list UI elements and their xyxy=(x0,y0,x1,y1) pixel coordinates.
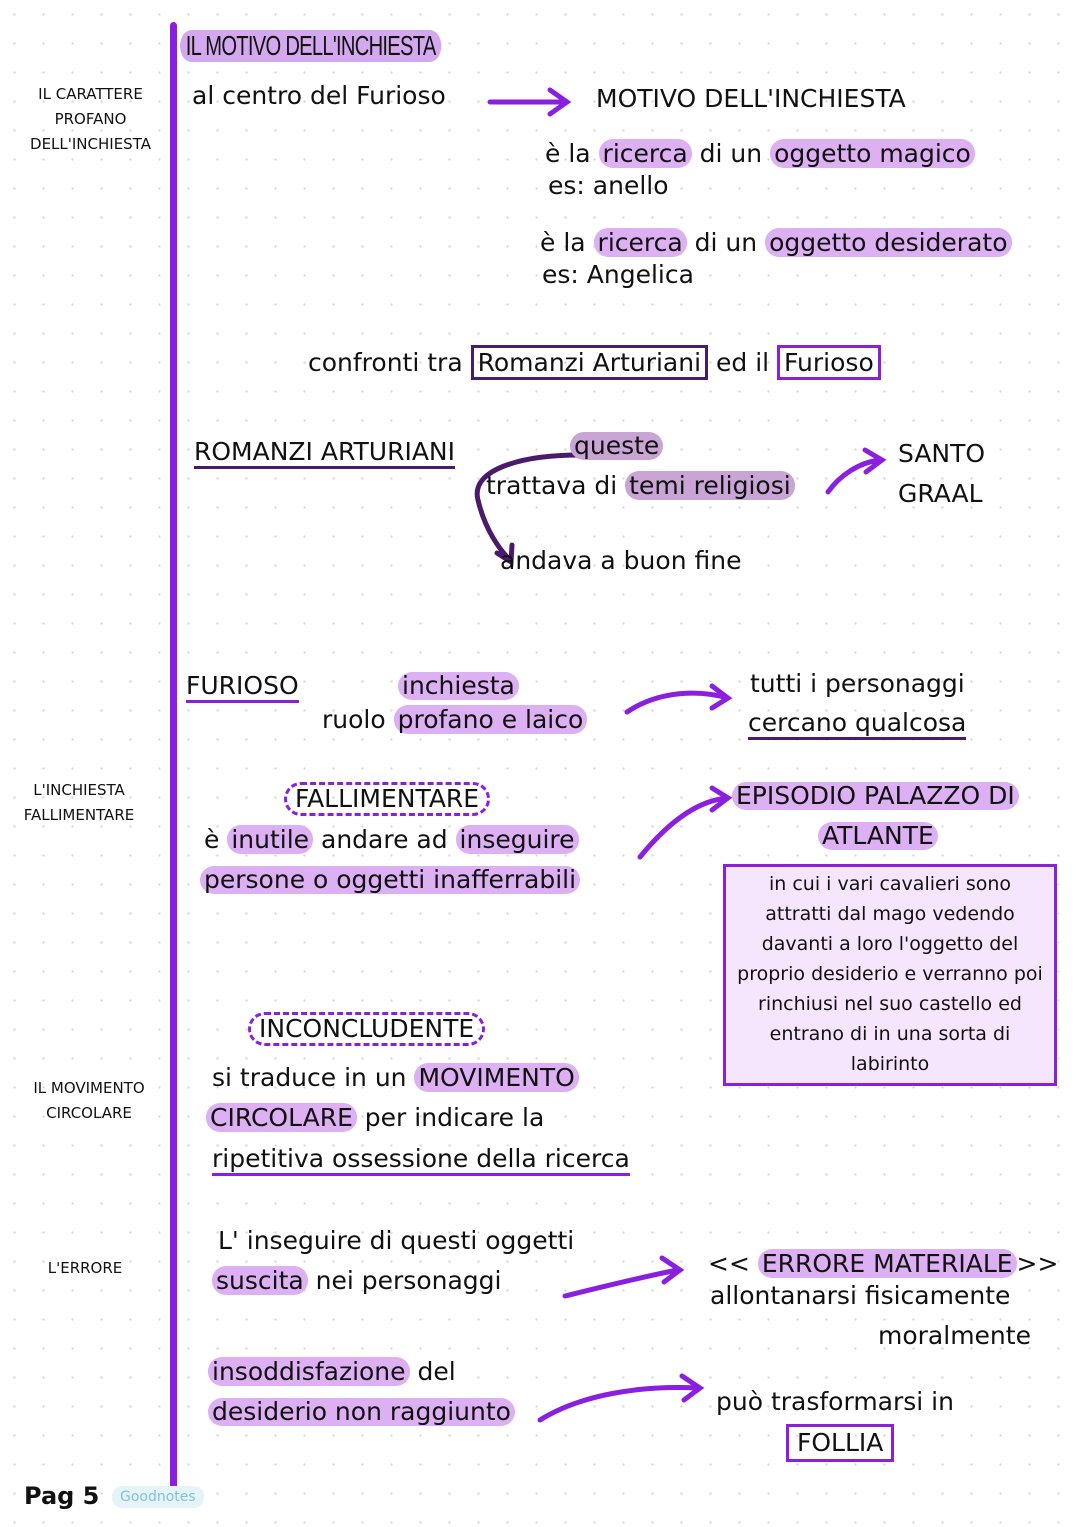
text: nei personaggi xyxy=(307,1266,502,1295)
errore-moralmente: moralmente xyxy=(878,1321,1031,1350)
text: andare ad xyxy=(313,825,456,854)
text: SANTO xyxy=(898,439,986,468)
movimento-line2: CIRCOLARE per indicare la xyxy=(206,1103,545,1132)
text: >> xyxy=(1016,1249,1059,1278)
highlight: oggetto desiderato xyxy=(765,228,1012,257)
text: è la xyxy=(545,139,599,168)
movimento-line1: si traduce in un MOVIMENTO xyxy=(212,1063,579,1092)
arturiani-label: ROMANZI ARTURIANI xyxy=(194,438,456,469)
box-line: in cui i vari cavalieri sono xyxy=(768,873,1012,895)
sidebar-note-movimento: IL MOVIMENTO CIRCOLARE xyxy=(24,1076,154,1126)
fallimentare-cloud: FALLIMENTARE xyxy=(284,782,491,816)
atlante-box: in cui i vari cavalieri sono attratti da… xyxy=(723,864,1057,1086)
arrow-icon xyxy=(624,683,733,715)
sidebar-text: FALLIMENTARE xyxy=(23,806,135,824)
arrow-icon xyxy=(825,447,887,495)
inconcludente-cloud: INCONCLUDENTE xyxy=(248,1012,486,1046)
highlight: temi religiosi xyxy=(625,471,795,500)
box-line: rinchiusi nel suo castello ed xyxy=(758,993,1022,1015)
furioso-label: FURIOSO xyxy=(186,672,299,703)
arrow-icon xyxy=(562,1255,685,1299)
personaggi-line1: tutti i personaggi xyxy=(750,669,965,698)
sidebar-text: DELL'INCHIESTA xyxy=(30,135,151,153)
arturiani-outcome: andava a buon fine xyxy=(500,546,742,575)
box-line: davanti a loro l'oggetto del xyxy=(761,933,1019,955)
follia-box: FOLLIA xyxy=(786,1424,895,1462)
fallimentare-line2: persone o oggetti inafferrabili xyxy=(200,866,581,894)
episodio-line1: EPISODIO PALAZZO DI xyxy=(732,782,1019,810)
boxed-term: Romanzi Arturiani xyxy=(470,345,709,380)
highlight: ERRORE MATERIALE xyxy=(757,1249,1017,1278)
text: si traduce in un xyxy=(212,1063,415,1092)
errore-fisicamente: allontanarsi fisicamente xyxy=(710,1281,1011,1310)
text: di un xyxy=(691,139,771,168)
inchiesta-label: inchiesta xyxy=(398,672,519,700)
text: confronti tra xyxy=(308,348,463,377)
text: per indicare la xyxy=(356,1103,545,1132)
intro-left: al centro del Furioso xyxy=(192,81,446,110)
highlight: ricerca xyxy=(598,139,692,168)
personaggi-line2: cercano qualcosa xyxy=(748,709,967,740)
arturiani-line: trattava di temi religiosi xyxy=(486,471,795,500)
sidebar-text: IL CARATTERE xyxy=(38,85,143,103)
intro-line1: è la ricerca di un oggetto magico xyxy=(545,139,975,168)
arrow-icon xyxy=(487,87,572,117)
intro-example1: es: anello xyxy=(548,171,669,200)
sidebar-note-carattere-profano: IL CARATTERE PROFANO DELL'INCHIESTA xyxy=(28,82,153,157)
text: del xyxy=(409,1357,456,1386)
arrow-icon xyxy=(474,452,583,567)
text: GRAAL xyxy=(898,479,983,508)
errore-line1: L' inseguire di questi oggetti xyxy=(218,1226,575,1255)
sidebar-text: L'INCHIESTA xyxy=(33,781,125,799)
highlight: MOVIMENTO xyxy=(414,1063,579,1092)
timeline-bar xyxy=(170,22,177,1492)
highlight: inseguire xyxy=(455,825,579,854)
text: di un xyxy=(686,228,766,257)
queste-label: queste xyxy=(570,432,664,460)
arrow-icon xyxy=(637,785,733,860)
intro-example2: es: Angelica xyxy=(542,260,694,289)
text: è xyxy=(204,825,228,854)
highlight: oggetto magico xyxy=(770,139,975,168)
compare-line: confronti tra Romanzi Arturiani ed il Fu… xyxy=(308,345,881,380)
text: ruolo xyxy=(322,705,394,734)
highlight: profano e laico xyxy=(393,705,588,734)
box-line: attratti dal mago vedendo xyxy=(765,903,1015,925)
highlight: CIRCOLARE xyxy=(206,1103,357,1132)
box-line: proprio desiderio e verranno poi xyxy=(737,963,1043,985)
text: ed il xyxy=(716,348,770,377)
text: è la xyxy=(540,228,594,257)
sidebar-text: CIRCOLARE xyxy=(46,1104,132,1122)
highlight: suscita xyxy=(212,1266,308,1295)
sidebar-note-fallimentare: L'INCHIESTA FALLIMENTARE xyxy=(14,778,144,828)
fallimentare-line1: è inutile andare ad inseguire xyxy=(204,825,579,854)
box-line: labirinto xyxy=(850,1053,930,1075)
arrow-icon xyxy=(537,1373,705,1423)
santo-graal: SANTO GRAAL xyxy=(898,434,985,514)
box-line: entrano di in una sorta di xyxy=(769,1023,1011,1045)
page-title: IL MOTIVO DELL'INCHIESTA xyxy=(180,30,442,62)
text: trattava di xyxy=(486,471,626,500)
episodio-line2: ATLANTE xyxy=(818,822,938,850)
insoddisfazione-line1: insoddisfazione del xyxy=(208,1357,456,1386)
intro-right: MOTIVO DELL'INCHIESTA xyxy=(596,84,906,113)
sidebar-text: IL MOVIMENTO xyxy=(33,1079,145,1097)
movimento-line3: ripetitiva ossessione della ricerca xyxy=(212,1145,630,1176)
intro-line2: è la ricerca di un oggetto desiderato xyxy=(540,228,1012,257)
sidebar-text: L'ERRORE xyxy=(47,1259,123,1277)
follia-intro: può trasformarsi in xyxy=(716,1387,954,1416)
goodnotes-watermark: Goodnotes xyxy=(112,1486,204,1508)
sidebar-note-errore: L'ERRORE xyxy=(20,1256,150,1281)
insoddisfazione-line2: desiderio non raggiunto xyxy=(208,1398,515,1426)
page-number: Pag 5 xyxy=(24,1482,100,1510)
highlight: ricerca xyxy=(593,228,687,257)
ruolo-line: ruolo profano e laico xyxy=(322,705,588,734)
errore-line2: suscita nei personaggi xyxy=(212,1266,502,1295)
errore-materiale: << ERRORE MATERIALE>> xyxy=(708,1249,1059,1278)
sidebar-text: PROFANO xyxy=(54,110,127,128)
boxed-term: Furioso xyxy=(777,345,881,380)
highlight: inutile xyxy=(227,825,314,854)
highlight: insoddisfazione xyxy=(208,1357,410,1386)
text: << xyxy=(708,1249,758,1278)
